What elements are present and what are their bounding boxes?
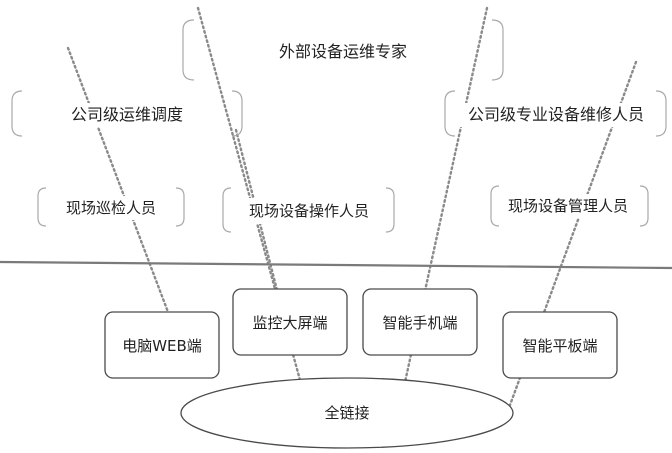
tablet-terminal-frame — [502, 311, 618, 379]
full-link-hub: 全链接 — [180, 377, 514, 449]
company-dispatch-bracket-right — [231, 90, 243, 137]
company-maintenance-bracket-left — [444, 90, 456, 137]
external-experts-bracket-left — [182, 19, 195, 81]
full-link-label: 全链接 — [324, 404, 369, 422]
company-dispatch-label: 公司级运维调度 — [71, 105, 183, 124]
field-inspectors-bracket-right — [175, 187, 185, 227]
smartphone-terminal-label: 智能手机端 — [382, 314, 457, 332]
smartphone-terminal-frame — [362, 288, 478, 356]
field-operators-bracket-right — [385, 187, 395, 233]
field-inspectors-label: 现场巡检人员 — [66, 199, 156, 217]
horizontal-divider — [0, 260, 672, 270]
external-experts-label: 外部设备运维专家 — [279, 42, 407, 61]
pc-web-terminal-label: 电脑WEB端 — [122, 337, 202, 355]
line-dispatch — [66, 46, 170, 314]
full-link-ellipse — [180, 377, 514, 449]
company-maintenance-bracket-right — [655, 90, 667, 137]
field-managers-group: 现场设备管理人员 — [490, 185, 649, 227]
company-dispatch-group: 公司级运维调度 — [11, 90, 243, 137]
field-operators-label: 现场设备操作人员 — [249, 202, 369, 220]
big-screen-terminal-frame — [232, 288, 348, 356]
tablet-terminal-label: 智能平板端 — [522, 337, 597, 355]
field-managers-bracket-left — [490, 185, 500, 227]
pc-web-terminal-frame — [104, 311, 220, 379]
company-maintenance-group: 公司级专业设备维修人员 — [444, 90, 667, 137]
company-dispatch-bracket-left — [11, 90, 23, 137]
external-experts-bracket-right — [491, 19, 504, 81]
field-managers-label: 现场设备管理人员 — [508, 197, 628, 215]
field-inspectors-group: 现场巡检人员 — [37, 187, 185, 227]
company-maintenance-label: 公司级专业设备维修人员 — [468, 105, 644, 124]
field-operators-group: 现场设备操作人员 — [222, 187, 395, 233]
field-operators-bracket-left — [222, 187, 232, 233]
smartphone-terminal-box: 智能手机端 — [362, 288, 478, 356]
tablet-terminal-box: 智能平板端 — [502, 311, 618, 379]
big-screen-terminal-label: 监控大屏端 — [252, 314, 327, 332]
big-screen-terminal-box: 监控大屏端 — [232, 288, 348, 356]
field-inspectors-bracket-left — [37, 187, 47, 227]
external-experts-group: 外部设备运维专家 — [182, 19, 504, 81]
pc-web-terminal-box: 电脑WEB端 — [104, 311, 220, 379]
field-managers-bracket-right — [639, 185, 649, 227]
